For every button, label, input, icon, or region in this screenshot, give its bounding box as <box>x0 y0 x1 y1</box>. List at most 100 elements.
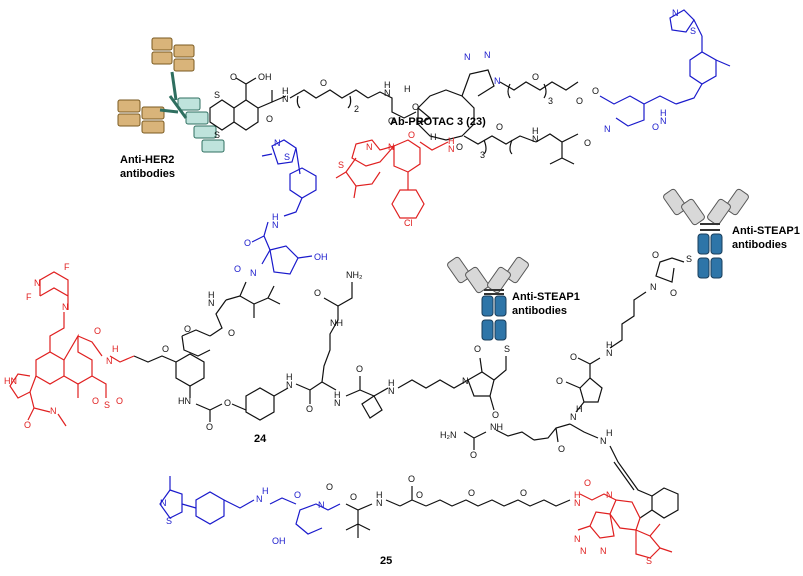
svg-text:OH: OH <box>314 252 328 262</box>
svg-text:O: O <box>576 96 583 106</box>
svg-text:H₂N: H₂N <box>440 430 457 440</box>
svg-text:O: O <box>670 288 677 298</box>
svg-text:O: O <box>356 364 363 374</box>
svg-text:O: O <box>474 344 481 354</box>
maleimide-chain-25: S O N O N H O O N H O NH H₂N O N H <box>440 250 692 497</box>
val-cit-cyclobutane-24: NH NH₂ O H N O H N O O N S <box>314 270 510 420</box>
anti-steap1-right-label-line2: antibodies <box>732 239 787 251</box>
svg-text:H: H <box>574 490 581 500</box>
svg-text:N: N <box>334 398 341 408</box>
svg-text:O: O <box>408 130 415 140</box>
svg-text:N: N <box>600 546 607 556</box>
svg-text:H: H <box>286 372 293 382</box>
svg-text:N: N <box>600 436 607 446</box>
svg-text:O: O <box>184 324 191 334</box>
svg-text:O: O <box>206 422 213 432</box>
svg-text:S: S <box>166 516 172 526</box>
compound-24-label: 24 <box>254 433 267 445</box>
anti-steap1-antibody-mid-icon <box>447 256 529 341</box>
svg-text:H: H <box>112 344 119 354</box>
svg-text:NH: NH <box>490 422 503 432</box>
svg-text:H: H <box>532 126 539 136</box>
svg-text:N: N <box>388 142 395 152</box>
svg-text:O: O <box>556 376 563 386</box>
svg-text:S: S <box>338 160 344 170</box>
svg-text:N: N <box>376 498 383 508</box>
svg-text:N: N <box>462 376 469 386</box>
bet-warhead-24: N H O S O O N HN O N N F F <box>4 262 135 430</box>
svg-text:O: O <box>244 238 251 248</box>
vhl-ligand-bottom: N O OH N H N S <box>159 476 341 546</box>
svg-text:N: N <box>484 50 491 60</box>
svg-text:F: F <box>64 262 70 272</box>
anti-steap1-mid-label-line1: Anti-STEAP1 <box>512 291 580 303</box>
svg-text:N: N <box>606 348 613 358</box>
svg-text:N: N <box>388 386 395 396</box>
bcn-triazole: N N N H H <box>404 50 501 142</box>
svg-text:O: O <box>350 492 357 502</box>
svg-text:O: O <box>388 116 395 126</box>
svg-text:O: O <box>314 288 321 298</box>
central-aryl-24: O HN O O H N O <box>133 335 323 432</box>
vhl-ligand-top: N S N O H N <box>599 8 731 134</box>
svg-text:3: 3 <box>480 150 485 160</box>
svg-text:O: O <box>294 490 301 500</box>
svg-text:S: S <box>504 344 510 354</box>
svg-text:O: O <box>652 122 659 132</box>
svg-text:F: F <box>26 292 32 302</box>
svg-text:N: N <box>384 88 391 98</box>
svg-text:N: N <box>532 134 539 144</box>
svg-text:H: H <box>208 290 215 300</box>
svg-text:N: N <box>34 278 41 288</box>
svg-text:O: O <box>320 78 327 88</box>
svg-text:N: N <box>286 380 293 390</box>
svg-text:N: N <box>106 356 113 366</box>
svg-text:N: N <box>318 500 325 510</box>
svg-text:N: N <box>208 298 215 308</box>
svg-text:S: S <box>646 556 652 566</box>
svg-text:H: H <box>430 132 437 142</box>
svg-text:O: O <box>306 404 313 414</box>
ab-protac-3-label: Ab-PROTAC 3 (23) <box>390 116 486 128</box>
svg-text:H: H <box>388 378 395 388</box>
svg-text:O: O <box>492 410 499 420</box>
svg-text:N: N <box>256 494 263 504</box>
svg-text:O: O <box>558 444 565 454</box>
svg-text:O: O <box>496 122 503 132</box>
svg-text:H: H <box>606 340 613 350</box>
svg-text:H: H <box>272 212 279 222</box>
anti-steap1-right-label-line1: Anti-STEAP1 <box>732 225 800 237</box>
svg-text:S: S <box>214 130 220 140</box>
svg-text:N: N <box>604 124 611 134</box>
peg-linker-top: O 2 H N O O <box>289 78 419 126</box>
anti-steap1-mid-label-line2: antibodies <box>512 305 567 317</box>
svg-text:H: H <box>262 486 269 496</box>
svg-text:O: O <box>228 328 235 338</box>
ab-protac-3-structure: Anti-HER2 antibodies S S OH O O H N O 2 … <box>117 8 731 228</box>
svg-text:O: O <box>230 72 237 82</box>
svg-text:N: N <box>660 116 667 126</box>
svg-text:N: N <box>580 546 587 556</box>
tert-leucine-24: H N O O <box>181 281 281 338</box>
svg-text:O: O <box>326 482 333 492</box>
svg-text:O: O <box>520 488 527 498</box>
svg-text:O: O <box>456 142 463 152</box>
compound-24-structure: N S H N O OH N O H N O O O HN <box>4 138 580 445</box>
svg-text:O: O <box>224 398 231 408</box>
svg-text:S: S <box>104 400 110 410</box>
svg-text:O: O <box>24 420 31 430</box>
svg-text:NH: NH <box>330 318 343 328</box>
svg-text:H: H <box>576 404 583 414</box>
svg-text:H: H <box>448 136 455 146</box>
svg-text:N: N <box>570 412 577 422</box>
svg-text:S: S <box>284 152 290 162</box>
svg-text:O: O <box>234 264 241 274</box>
dibromomaleimide-linker: S S OH O O H N <box>209 72 289 140</box>
svg-text:O: O <box>416 490 423 500</box>
svg-text:N: N <box>250 268 257 278</box>
svg-text:O: O <box>584 478 591 488</box>
svg-text:H: H <box>282 86 289 96</box>
svg-text:S: S <box>686 254 692 264</box>
anti-her2-antibody-icon <box>117 37 225 153</box>
